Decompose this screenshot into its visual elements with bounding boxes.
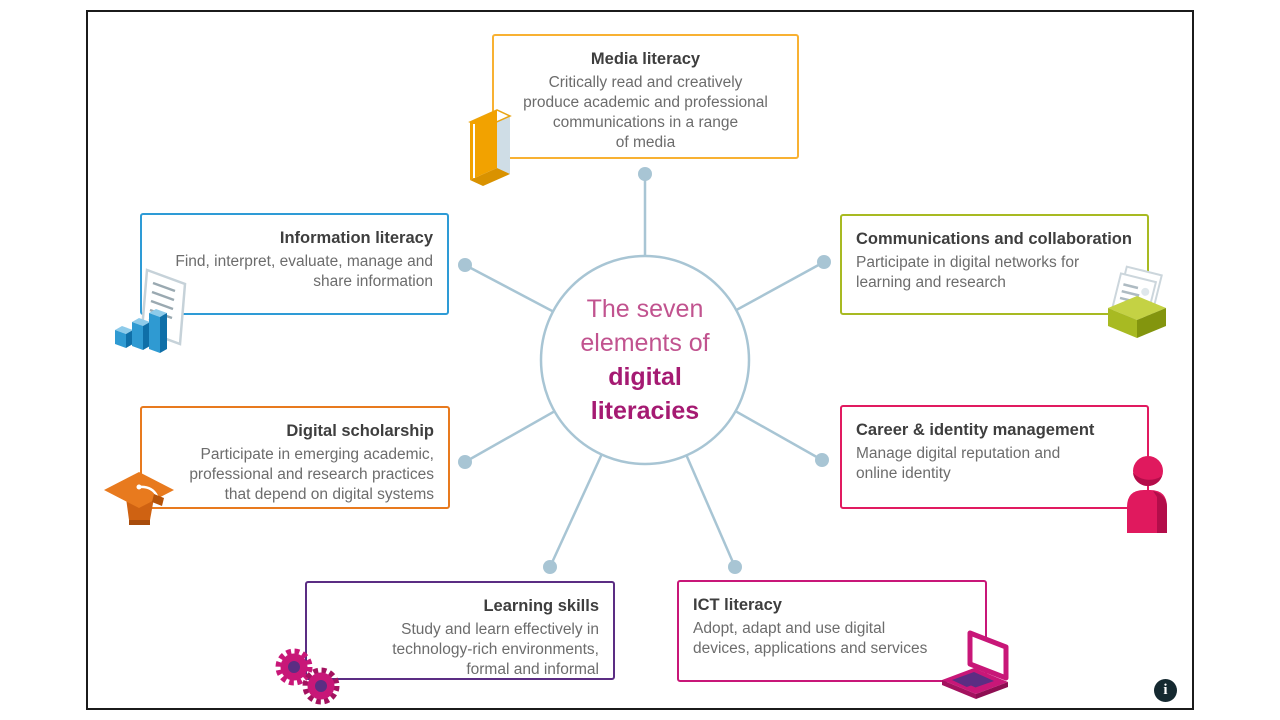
hub-title-bottom: digital literacies [590,363,700,425]
graduation-cap-icon [102,470,176,530]
node-title: Media literacy [590,50,701,68]
node-learning-skills: Learning skills Study and learn effectiv… [305,581,615,680]
info-icon: i [1163,682,1168,698]
node-title: Learning skills [483,597,599,615]
hub-title-top: The seven elements of [580,295,710,357]
person-icon [1122,453,1170,533]
node-information-literacy: Information literacy Find, interpret, ev… [140,213,449,315]
node-title: Digital scholarship [286,422,434,440]
node-description: Find, interpret, evaluate, manage and sh… [175,253,433,290]
hub-title: The seven elements of digital literacies [540,255,750,465]
document-chart-icon [113,268,205,356]
node-career-identity-management: Career & identity management Manage digi… [840,405,1149,509]
node-title: Career & identity management [856,421,1095,439]
node-description: Participate in digital networks for lear… [856,254,1080,291]
node-title: Information literacy [279,229,433,247]
node-description: Participate in emerging academic, profes… [189,446,434,503]
laptop-icon [940,630,1012,702]
gears-icon [272,648,346,706]
node-description: Study and learn effectively in technolog… [392,621,599,678]
node-description: Critically read and creatively produce a… [523,74,768,151]
node-digital-scholarship: Digital scholarship Participate in emerg… [140,406,450,509]
slide-canvas: The seven elements of digital literacies… [86,10,1194,710]
info-button[interactable]: i [1154,679,1177,702]
node-ict-literacy: ICT literacy Adopt, adapt and use digita… [677,580,987,682]
node-title: Communications and collaboration [856,230,1132,248]
node-communications-collaboration: Communications and collaboration Partici… [840,214,1149,315]
node-description: Manage digital reputation and online ide… [856,445,1061,482]
node-title: ICT literacy [693,596,782,614]
node-media-literacy: Media literacy Critically read and creat… [492,34,799,159]
book-icon [467,105,515,187]
node-description: Adopt, adapt and use digital devices, ap… [693,620,928,657]
card-tray-icon [1106,262,1168,340]
